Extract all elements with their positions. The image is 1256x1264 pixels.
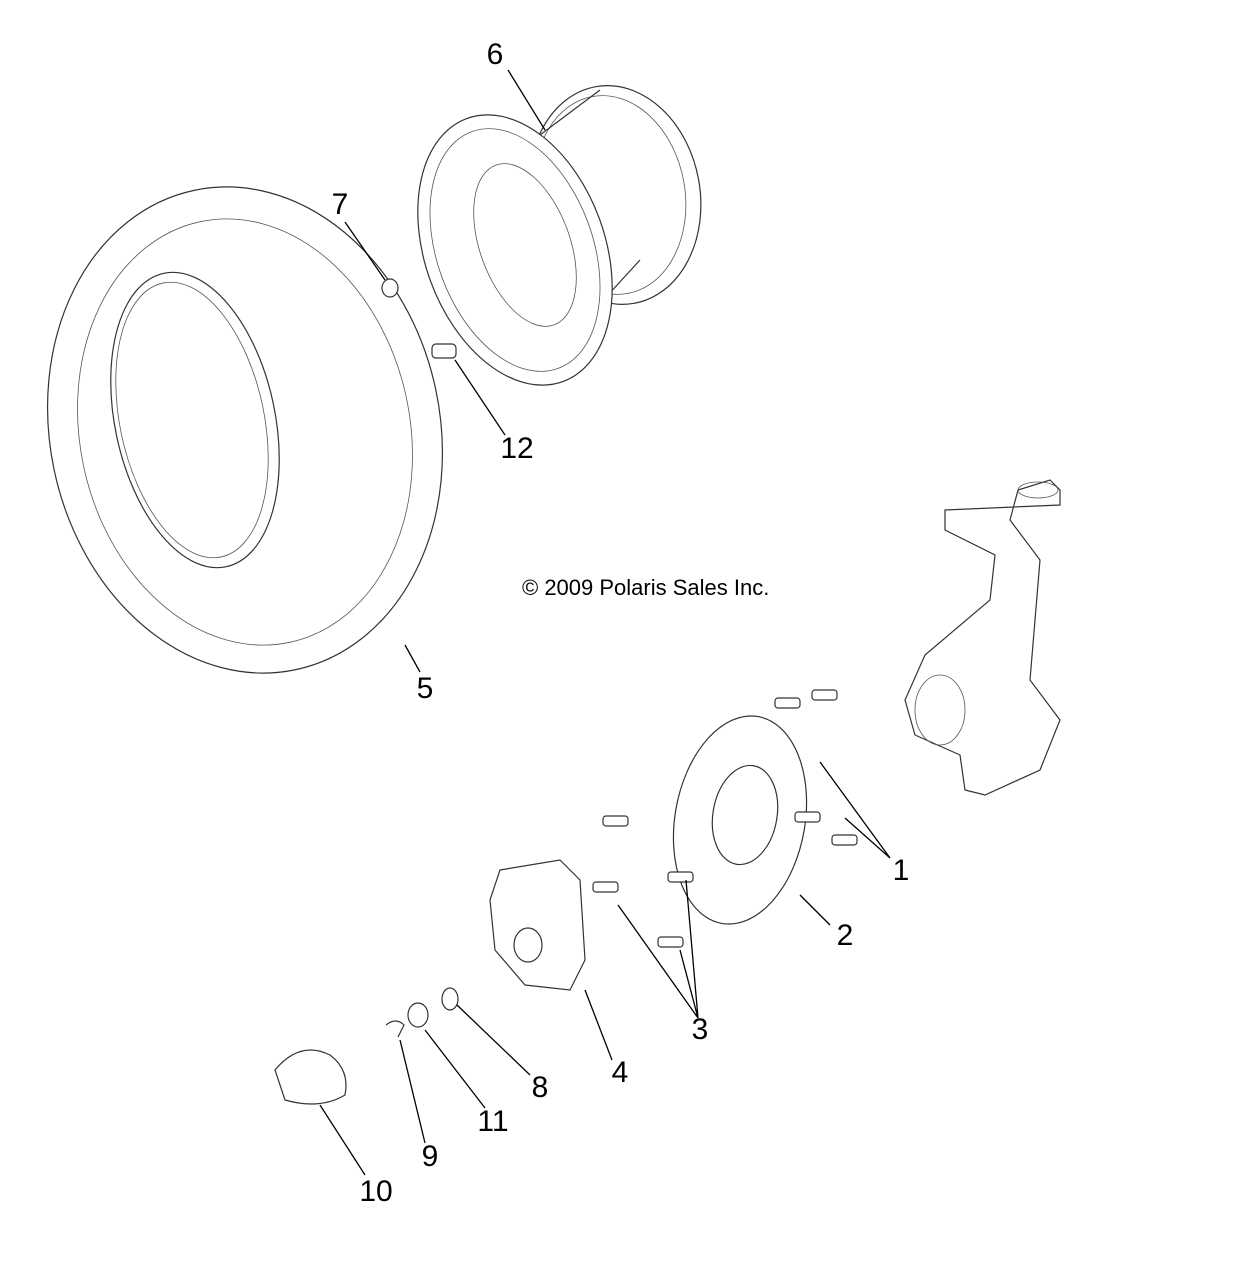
callout-5: 5 [416, 672, 434, 705]
valve-stem [431, 343, 457, 359]
brake-disc [672, 715, 808, 925]
lug-nut [381, 278, 399, 298]
hub-cap [274, 1049, 347, 1105]
callout-10: 10 [359, 1175, 393, 1208]
bolts [592, 689, 858, 948]
callout-11: 11 [477, 1105, 509, 1138]
copyright-text: © 2009 Polaris Sales Inc. [522, 575, 770, 600]
callout-1: 1 [892, 854, 910, 887]
callout-7: 7 [331, 188, 349, 221]
cotter-pin [385, 1020, 405, 1038]
castle-nut [407, 1002, 429, 1028]
washer [441, 987, 459, 1011]
callout-6: 6 [486, 38, 504, 71]
callout-8: 8 [531, 1071, 549, 1104]
tire [46, 186, 444, 674]
wheel-hub [489, 859, 586, 991]
callout-9: 9 [421, 1140, 439, 1173]
leader-lines [319, 69, 891, 1176]
callout-12: 12 [500, 432, 534, 465]
wheel-rim [417, 85, 702, 386]
steering-knuckle [904, 479, 1061, 796]
callout-4: 4 [611, 1056, 629, 1089]
callout-3: 3 [691, 1013, 709, 1046]
callout-2: 2 [836, 919, 854, 952]
